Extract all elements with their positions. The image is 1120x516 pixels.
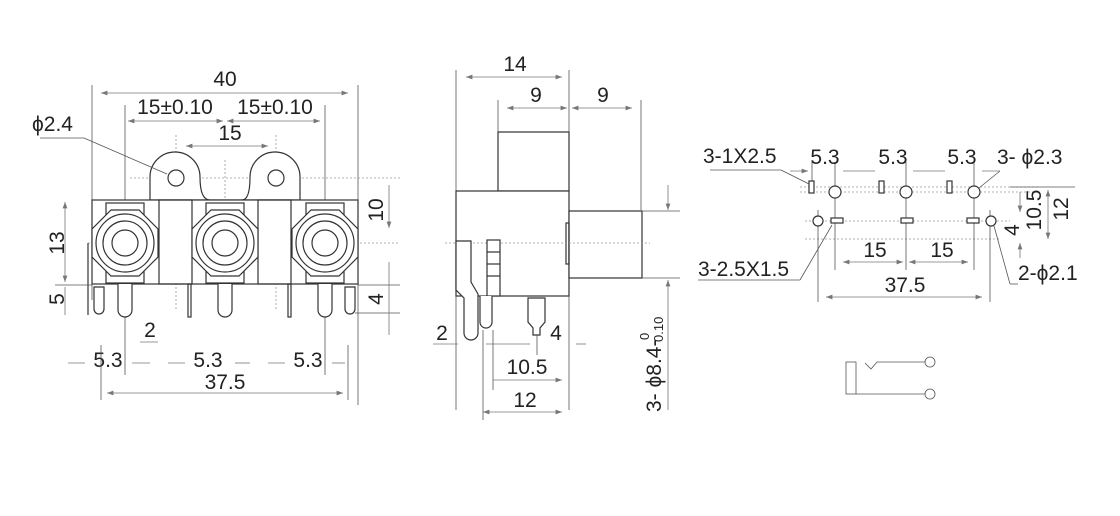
dim-span-b: 12 bbox=[513, 389, 536, 412]
tolerance-upper: 0 bbox=[637, 333, 652, 340]
jack-schematic-symbol bbox=[845, 356, 936, 400]
dim-width-40: 40 bbox=[213, 68, 236, 91]
dim-pin-offset-1: 5.3 bbox=[93, 349, 122, 372]
dim-row-offset: 4 bbox=[1001, 224, 1024, 236]
jack-left bbox=[91, 202, 159, 284]
front-view: 40 15±0.10 15±0.10 15 ϕ2.4 13 5 10 4 2 5… bbox=[32, 68, 400, 405]
dim-pin-width: 2 bbox=[144, 319, 156, 342]
slot bbox=[878, 180, 885, 194]
dim-depth-a: 10.5 bbox=[1023, 190, 1046, 231]
hole bbox=[967, 185, 981, 199]
dim-rear-depth: 9 bbox=[530, 84, 542, 107]
dim-pin-length: 5 bbox=[46, 293, 69, 305]
dim-depth-b: 12 bbox=[1050, 197, 1073, 220]
pin bbox=[117, 284, 133, 318]
pin bbox=[527, 297, 546, 336]
dim-pitch-left: 15±0.10 bbox=[137, 96, 213, 119]
hole bbox=[828, 185, 842, 199]
slot bbox=[808, 180, 815, 194]
dim-spacing-2: 5.3 bbox=[878, 146, 907, 169]
pin bbox=[344, 286, 356, 315]
dim-pitch-right: 15±0.10 bbox=[237, 96, 313, 119]
slot bbox=[946, 180, 953, 194]
dim-barrel-diameter: 3- ϕ8.4- bbox=[643, 340, 666, 412]
dim-span: 37.5 bbox=[885, 274, 926, 297]
side-body bbox=[455, 190, 570, 297]
hole bbox=[812, 215, 824, 227]
pin bbox=[317, 284, 333, 318]
slot bbox=[830, 217, 844, 224]
dim-barrel-length: 9 bbox=[597, 84, 609, 107]
jack-center bbox=[191, 202, 259, 284]
dim-pin-offset-2: 5.3 bbox=[193, 349, 222, 372]
dim-pin-width: 4 bbox=[550, 322, 562, 345]
dim-pin-span: 37.5 bbox=[205, 371, 246, 394]
label-holes-top: 3- ϕ2.3 bbox=[997, 146, 1062, 169]
dim-tab-hole: ϕ2.4 bbox=[32, 113, 73, 136]
dim-depth: 14 bbox=[503, 53, 527, 76]
barrel bbox=[568, 210, 643, 279]
pin bbox=[479, 296, 493, 329]
slot bbox=[966, 217, 980, 224]
rear-block bbox=[497, 131, 570, 192]
dim-pin-offset: 2 bbox=[436, 322, 448, 345]
hole bbox=[985, 215, 997, 227]
side-view: 14 9 9 2 4 10.5 12 3- ϕ8.4- 0 0.10 bbox=[433, 53, 680, 420]
dim-span-a: 10.5 bbox=[507, 356, 548, 379]
dim-side-pin: 4 bbox=[365, 293, 388, 305]
dim-pitch-2: 15 bbox=[930, 239, 953, 262]
dim-spacing-3: 5.3 bbox=[947, 146, 976, 169]
dim-jack-height: 13 bbox=[46, 231, 69, 254]
dim-tab-height: 10 bbox=[365, 198, 388, 221]
dim-tab-pitch: 15 bbox=[218, 122, 241, 145]
hole bbox=[899, 185, 913, 199]
dim-pitch-1: 15 bbox=[863, 239, 886, 262]
dim-spacing-1: 5.3 bbox=[810, 146, 839, 169]
label-slot-top: 3-1X2.5 bbox=[703, 145, 777, 168]
label-holes-bottom: 2-ϕ2.1 bbox=[1018, 262, 1078, 285]
pin bbox=[93, 286, 105, 315]
bent-pin bbox=[455, 240, 479, 341]
tolerance-lower: 0.10 bbox=[651, 317, 666, 342]
tab-hole bbox=[267, 169, 285, 187]
slot bbox=[900, 217, 914, 224]
label-slot-bottom: 3-2.5X1.5 bbox=[698, 258, 789, 281]
jack-right bbox=[291, 202, 359, 284]
pcb-layout: 3-1X2.5 5.3 5.3 5.3 3- ϕ2.3 3-2.5X1.5 15… bbox=[698, 145, 1078, 302]
tab-hole bbox=[167, 169, 185, 187]
dim-pin-offset-3: 5.3 bbox=[293, 349, 322, 372]
pin bbox=[217, 284, 233, 318]
